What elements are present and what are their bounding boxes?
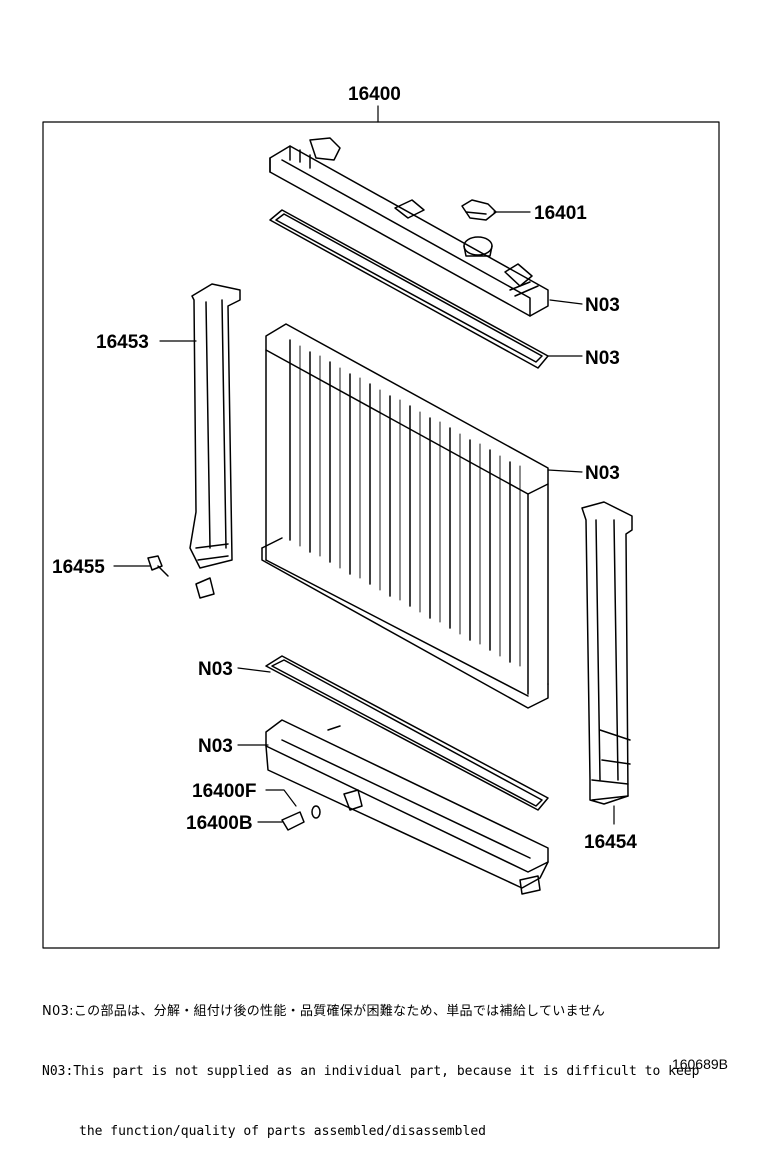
leader-16400f <box>265 789 297 807</box>
upper-tank <box>269 137 549 317</box>
radiator-exploded-diagram: 16400 16401 N03 N03 N03 16453 16455 N03 … <box>42 84 720 949</box>
note-japanese: N03:この部品は、分解・組付け後の性能・品質確保が困難なため、単品では補給して… <box>42 1004 606 1019</box>
bolt <box>147 555 169 577</box>
note-english-line1: N03:This part is not supplied as an indi… <box>42 1064 700 1079</box>
part-label-16401: 16401 <box>534 203 587 224</box>
note-english-line2: the function/quality of parts assembled/… <box>79 1124 486 1139</box>
footnotes: N03:この部品は、分解・組付け後の性能・品質確保が困難なため、単品では補給して… <box>42 962 742 1162</box>
assembly-label: 16400 <box>348 84 401 105</box>
part-label-n03-lower-gasket: N03 <box>198 659 233 680</box>
illustration-code: 160689B <box>671 1056 728 1072</box>
leader-n03-core <box>547 469 583 473</box>
upper-gasket <box>269 209 549 369</box>
leader-n03-upper-tank <box>549 299 583 305</box>
drain-plug <box>281 805 321 831</box>
part-label-n03-upper-tank: N03 <box>585 295 620 316</box>
radiator-cap <box>461 199 497 257</box>
lower-gasket <box>265 655 549 811</box>
right-support <box>581 501 633 805</box>
part-label-16400b: 16400B <box>186 813 253 834</box>
part-label-n03-upper-gasket: N03 <box>585 348 620 369</box>
part-label-16453: 16453 <box>96 332 149 353</box>
left-support <box>189 283 241 599</box>
part-label-n03-core: N03 <box>585 463 620 484</box>
part-label-16455: 16455 <box>52 557 105 578</box>
assembly-frame <box>42 121 720 949</box>
part-label-n03-lower-tank: N03 <box>198 736 233 757</box>
radiator-core <box>261 323 549 709</box>
lower-tank <box>265 719 549 895</box>
leader-n03-lower-gasket <box>237 667 271 673</box>
part-label-16400f: 16400F <box>192 781 256 802</box>
part-label-16454: 16454 <box>584 832 637 853</box>
